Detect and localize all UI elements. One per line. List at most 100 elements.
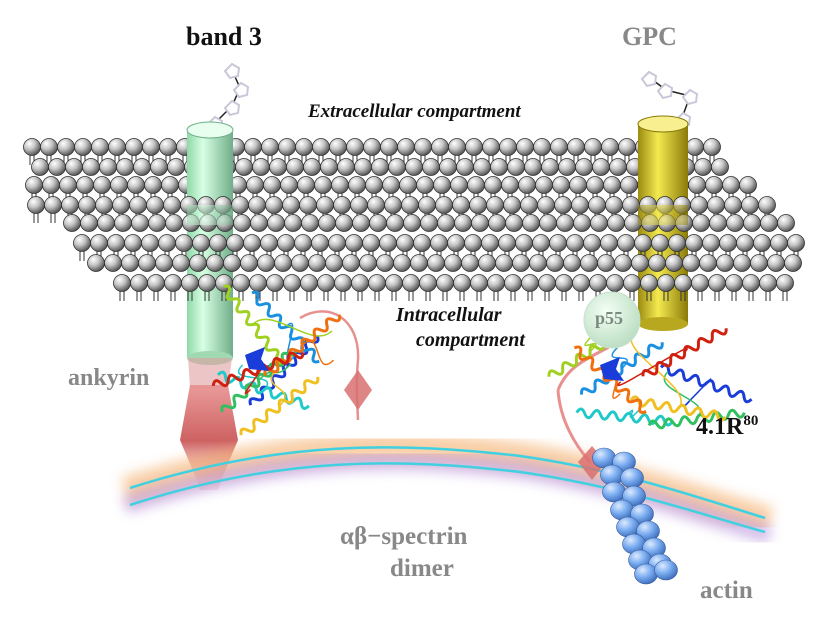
lipid-head xyxy=(231,196,249,214)
lipid-head xyxy=(575,158,593,176)
lipid-head xyxy=(263,176,281,194)
lipid-head xyxy=(384,196,402,214)
lipid-head xyxy=(295,138,313,156)
lipid-head xyxy=(267,214,285,232)
lipid-head xyxy=(91,138,109,156)
lipid-head xyxy=(108,138,126,156)
label-gpc: GPC xyxy=(622,22,677,51)
lipid-head xyxy=(280,176,298,194)
lipid-head xyxy=(277,234,295,252)
lipid-head xyxy=(78,196,96,214)
lipid-head xyxy=(430,234,448,252)
lipid-head xyxy=(317,274,335,292)
lipid-head xyxy=(563,254,581,272)
lipid-head xyxy=(722,176,740,194)
lipid-head xyxy=(707,196,725,214)
lipid-head xyxy=(114,214,132,232)
lipid-head xyxy=(354,158,372,176)
lipid-head xyxy=(286,158,304,176)
lipid-head xyxy=(464,234,482,252)
lipid-head xyxy=(711,158,729,176)
lipid-head xyxy=(515,234,533,252)
lipid-head xyxy=(133,158,151,176)
label-spectrin-line2: dimer xyxy=(390,555,454,582)
lipid-head xyxy=(724,196,742,214)
lipid-head xyxy=(452,196,470,214)
lipid-head xyxy=(623,274,641,292)
spectrin-dimer xyxy=(121,433,774,544)
lipid-head xyxy=(325,254,343,272)
lipid-head xyxy=(586,176,604,194)
lipid-head xyxy=(739,176,757,194)
lipid-head xyxy=(345,234,363,252)
ribbon-loop xyxy=(683,378,712,407)
lipid-head xyxy=(172,254,190,272)
label-actin: actin xyxy=(700,577,753,604)
lipid-head xyxy=(393,254,411,272)
lipid-head xyxy=(334,274,352,292)
lipid-head xyxy=(447,234,465,252)
ribbon-loop xyxy=(252,318,333,337)
ribbon-helix xyxy=(575,407,674,427)
ribbon-helix xyxy=(580,342,664,395)
lipid-head xyxy=(708,274,726,292)
lipid-head xyxy=(23,138,41,156)
lipid-head xyxy=(73,234,91,252)
lipid-head xyxy=(431,138,449,156)
lipid-head xyxy=(351,274,369,292)
lipid-head xyxy=(269,158,287,176)
lipid-head xyxy=(76,176,94,194)
lipid-head xyxy=(552,176,570,194)
lipid-head xyxy=(516,138,534,156)
lipid-head xyxy=(352,214,370,232)
ribbon-loop xyxy=(617,347,688,387)
lipid-head xyxy=(144,176,162,194)
lipid-head xyxy=(116,158,134,176)
label-spectrin-line1: αβ−spectrin xyxy=(340,523,468,550)
lipid-head xyxy=(401,196,419,214)
lipid-head xyxy=(223,254,241,272)
lipid-head xyxy=(371,158,389,176)
band3-glycan-chain xyxy=(206,62,250,133)
lipid-head xyxy=(436,274,454,292)
lipid-head xyxy=(311,234,329,252)
lipid-head xyxy=(770,234,788,252)
lipid-head xyxy=(303,158,321,176)
lipid-head xyxy=(299,196,317,214)
ribbon-sheet xyxy=(600,357,624,381)
lipid-head xyxy=(584,138,602,156)
label-p55: p55 xyxy=(595,308,624,328)
lipid-head xyxy=(603,176,621,194)
lipid-head xyxy=(192,234,210,252)
lipid-head xyxy=(155,254,173,272)
lipid-head xyxy=(601,138,619,156)
ribbon-helix xyxy=(223,284,282,365)
lipid-head xyxy=(368,274,386,292)
p55-protein xyxy=(583,291,641,349)
lipid-head xyxy=(283,274,301,292)
lipid-head xyxy=(469,196,487,214)
lipid-head xyxy=(235,158,253,176)
lipid-head xyxy=(335,214,353,232)
lipid-head xyxy=(572,274,590,292)
lipid-head xyxy=(265,196,283,214)
lipid-head xyxy=(124,234,142,252)
lipid-head xyxy=(159,138,177,156)
lipid-head xyxy=(320,158,338,176)
lipid-head xyxy=(93,176,111,194)
lipid-head xyxy=(481,234,499,252)
label-ankyrin: ankyrin xyxy=(68,365,150,391)
lipid-head xyxy=(567,138,585,156)
lipid-head xyxy=(640,274,658,292)
lipid-head xyxy=(614,254,632,272)
ankyrin-tether xyxy=(299,310,372,421)
lipid-head xyxy=(716,254,734,272)
protein-41r-ribbon-structure-icon xyxy=(547,326,753,430)
lipid-head xyxy=(113,274,131,292)
lipid-head xyxy=(74,138,92,156)
lipid-head xyxy=(465,138,483,156)
lipid-head xyxy=(590,214,608,232)
label-intracellular-line1: Intracellular xyxy=(396,304,502,326)
lipid-head xyxy=(520,196,538,214)
lipid-head xyxy=(399,176,417,194)
